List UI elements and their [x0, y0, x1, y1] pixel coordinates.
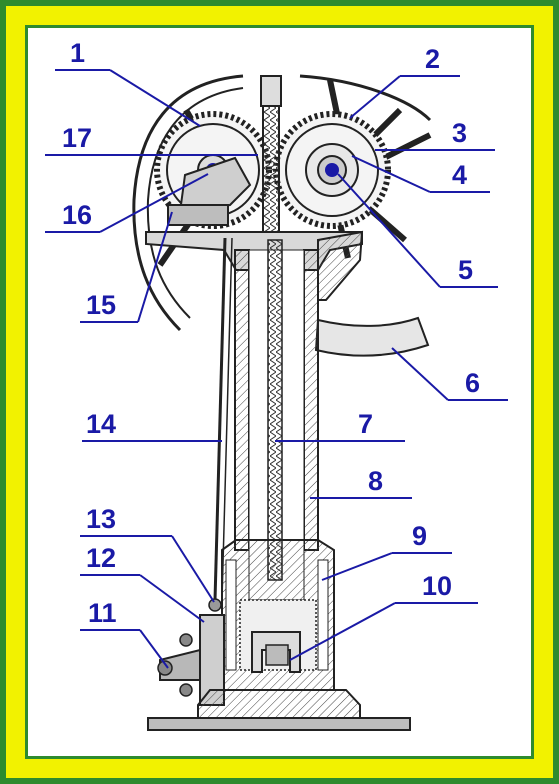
- gear-right-shaft: [325, 163, 339, 177]
- leader-13-pointer: [171, 535, 215, 603]
- leader-4-pointer: [351, 155, 431, 193]
- leader-12-pointer: [139, 574, 205, 623]
- base-plate: [147, 717, 411, 731]
- side-rod: [213, 237, 227, 601]
- valve-bolt-a: [179, 633, 193, 647]
- cylinder-wall-right: [303, 249, 319, 551]
- label-6: 6: [465, 368, 480, 398]
- piston: [251, 631, 301, 673]
- label-7: 7: [358, 409, 373, 439]
- leader-16-pointer: [99, 173, 209, 233]
- leader-2-pointer: [349, 75, 401, 119]
- flywheel-rim-left-inner: [146, 87, 244, 319]
- label-15: 15: [86, 290, 116, 320]
- valve-knob: [208, 598, 222, 612]
- label-13: 13: [86, 504, 116, 534]
- leader-10-pointer: [289, 602, 396, 661]
- label-4: 4: [452, 160, 467, 190]
- piston-head: [265, 644, 289, 666]
- side-rod-edge: [221, 237, 233, 601]
- valve-bolt-c: [157, 660, 173, 676]
- label-12: 12: [86, 543, 116, 573]
- label-17: 17: [62, 123, 92, 153]
- leader-6-pointer: [391, 347, 449, 401]
- leader-9-pointer: [321, 552, 393, 581]
- label-9: 9: [412, 521, 427, 551]
- part-labels: 1 2 3 4 5 6 7 8 9 10 11 12 13 14 15 16 1…: [62, 38, 480, 628]
- leader-5-pointer: [337, 173, 441, 288]
- label-3: 3: [452, 118, 467, 148]
- leader-11-pointer: [139, 629, 169, 669]
- label-16: 16: [62, 200, 92, 230]
- label-8: 8: [368, 466, 383, 496]
- crank-block: [167, 204, 229, 226]
- valve-bolt-b: [179, 683, 193, 697]
- leader-15-pointer: [137, 211, 173, 323]
- water-jacket-left: [225, 559, 237, 671]
- base-housing: [197, 689, 361, 719]
- label-2: 2: [425, 44, 440, 74]
- label-11: 11: [88, 598, 117, 628]
- leader-1-pointer: [109, 69, 201, 127]
- piston-rod-rack: [267, 239, 283, 581]
- label-14: 14: [86, 409, 116, 439]
- water-jacket-right: [317, 559, 329, 671]
- flywheel-rim-left: [132, 74, 244, 332]
- cylinder-wall-left: [234, 249, 250, 551]
- label-1: 1: [70, 38, 85, 68]
- gear-right-inner: [285, 123, 379, 217]
- label-10: 10: [422, 571, 452, 601]
- label-5: 5: [458, 255, 473, 285]
- rack-cap: [260, 75, 282, 107]
- leader-lines: [45, 69, 508, 669]
- flywheel-arc-right: [314, 316, 430, 357]
